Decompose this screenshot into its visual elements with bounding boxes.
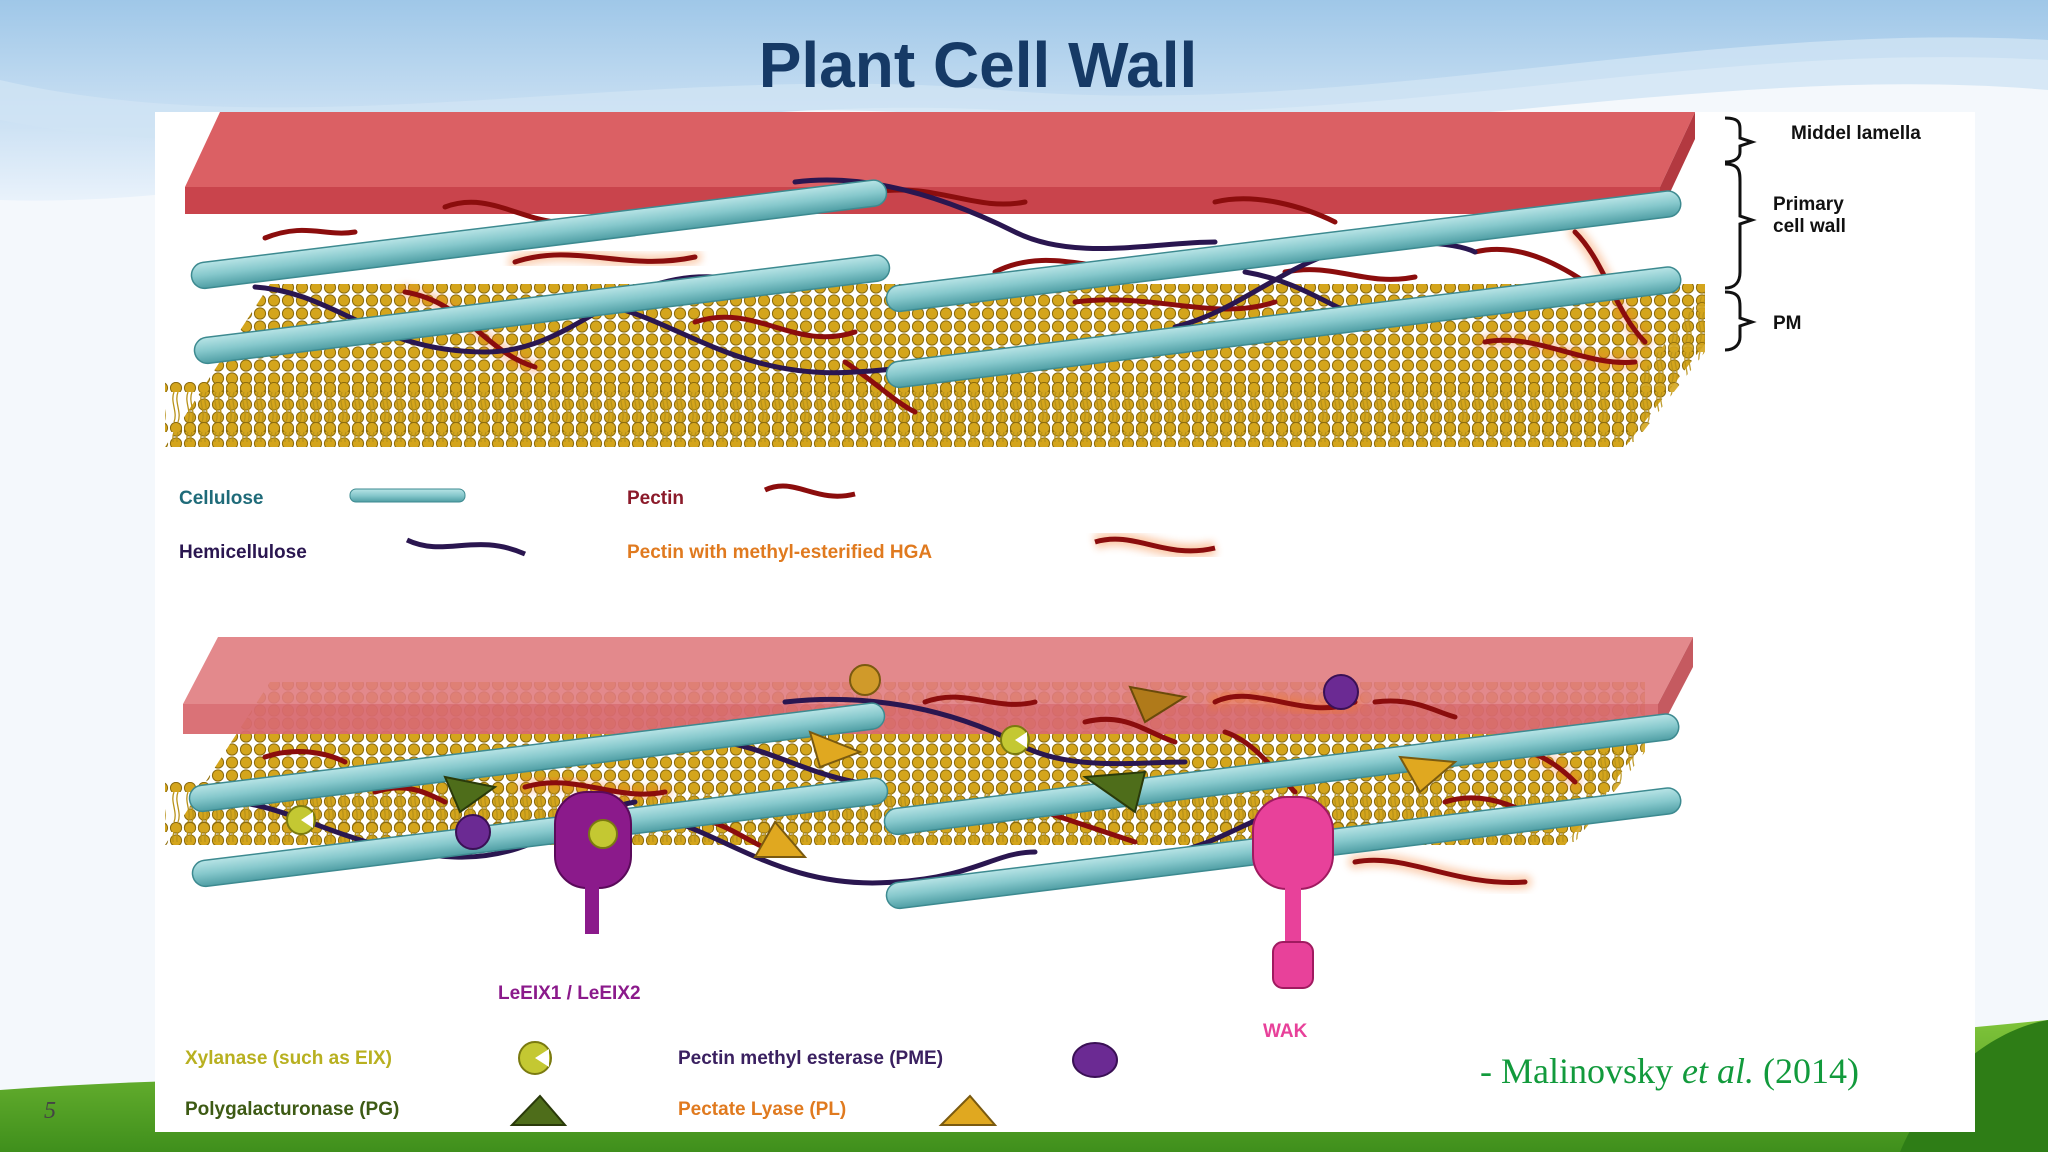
- cell-wall-figure: Middel lamella Primary cell wall PM Cell…: [155, 112, 1975, 1132]
- page-number: 5: [44, 1098, 56, 1124]
- legend-bottom: Xylanase (such as EIX) Pectin methyl est…: [185, 1041, 1118, 1126]
- legend-pme-swatch: [1072, 1042, 1118, 1078]
- middle-lamella-bottom: [183, 637, 1693, 734]
- wak-label: WAK: [1263, 1021, 1308, 1042]
- citation: - Malinovsky et al. (2014): [1480, 1050, 1859, 1092]
- xylanase-marker-3: [849, 664, 881, 696]
- cell-wall-diagram: Middel lamella Primary cell wall PM Cell…: [165, 112, 1921, 1126]
- legend-xylanase-label: Xylanase (such as EIX): [185, 1048, 392, 1069]
- legend-pme-label: Pectin methyl esterase (PME): [678, 1048, 943, 1069]
- legend-top: Cellulose Pectin Hemicellulose Pectin wi…: [179, 483, 1217, 563]
- layer-brackets: [1724, 116, 1757, 352]
- xylanase-marker-1: [286, 805, 316, 835]
- pectin-strands-top: [262, 187, 1652, 415]
- citation-year: (2014): [1753, 1051, 1859, 1091]
- legend-cellulose-swatch: [349, 488, 466, 503]
- pg-marker-1: [443, 775, 498, 814]
- leeix-receptor: [554, 791, 632, 934]
- pl-marker-1: [808, 730, 863, 769]
- xylanase-marker-2: [1000, 725, 1030, 755]
- legend-pg-swatch: [509, 1094, 568, 1126]
- pl-marker-2: [753, 820, 808, 858]
- label-pm: PM: [1773, 313, 1802, 334]
- pg-marker-2: [1082, 770, 1147, 814]
- cellulose-fibrils-bottom: [188, 702, 1682, 910]
- legend-pectin-methyl-label: Pectin with methyl-esterified HGA: [627, 542, 932, 563]
- legend-xylanase-swatch: [518, 1041, 552, 1075]
- label-primary-wall-1: Primary: [1773, 194, 1844, 215]
- pl-marker-3: [1398, 755, 1458, 794]
- legend-pl-label: Pectate Lyase (PL): [678, 1099, 846, 1120]
- legend-hemicellulose-swatch: [405, 537, 527, 557]
- legend-pg-label: Polygalacturonase (PG): [185, 1099, 399, 1120]
- legend-hemicellulose-label: Hemicellulose: [179, 542, 307, 563]
- top-diagram: Middel lamella Primary cell wall PM: [165, 112, 1921, 447]
- label-primary-wall-2: cell wall: [1773, 216, 1846, 237]
- wak-receptor: [1252, 796, 1334, 989]
- cellulose-fibrils-top: [190, 179, 1682, 389]
- label-middle-lamella: Middel lamella: [1791, 123, 1921, 144]
- legend-pectin-label: Pectin: [627, 488, 684, 509]
- receptor-label: LeEIX1 / LeEIX2: [498, 983, 641, 1004]
- pme-marker-1: [455, 814, 491, 850]
- pl-marker-4: [1128, 685, 1188, 724]
- bottom-diagram: LeEIX1 / LeEIX2 WAK: [165, 637, 1693, 1042]
- legend-cellulose-label: Cellulose: [179, 488, 263, 509]
- pme-marker-2: [1323, 674, 1359, 710]
- legend-pectin-swatch: [763, 483, 856, 499]
- citation-etal: et al.: [1682, 1051, 1754, 1091]
- citation-prefix: - Malinovsky: [1480, 1051, 1682, 1091]
- legend-pectin-methyl-swatch: [1094, 536, 1216, 554]
- slide-title: Plant Cell Wall: [758, 29, 1198, 101]
- enzymes-bottom: [286, 664, 1458, 858]
- legend-pl-swatch: [938, 1094, 998, 1126]
